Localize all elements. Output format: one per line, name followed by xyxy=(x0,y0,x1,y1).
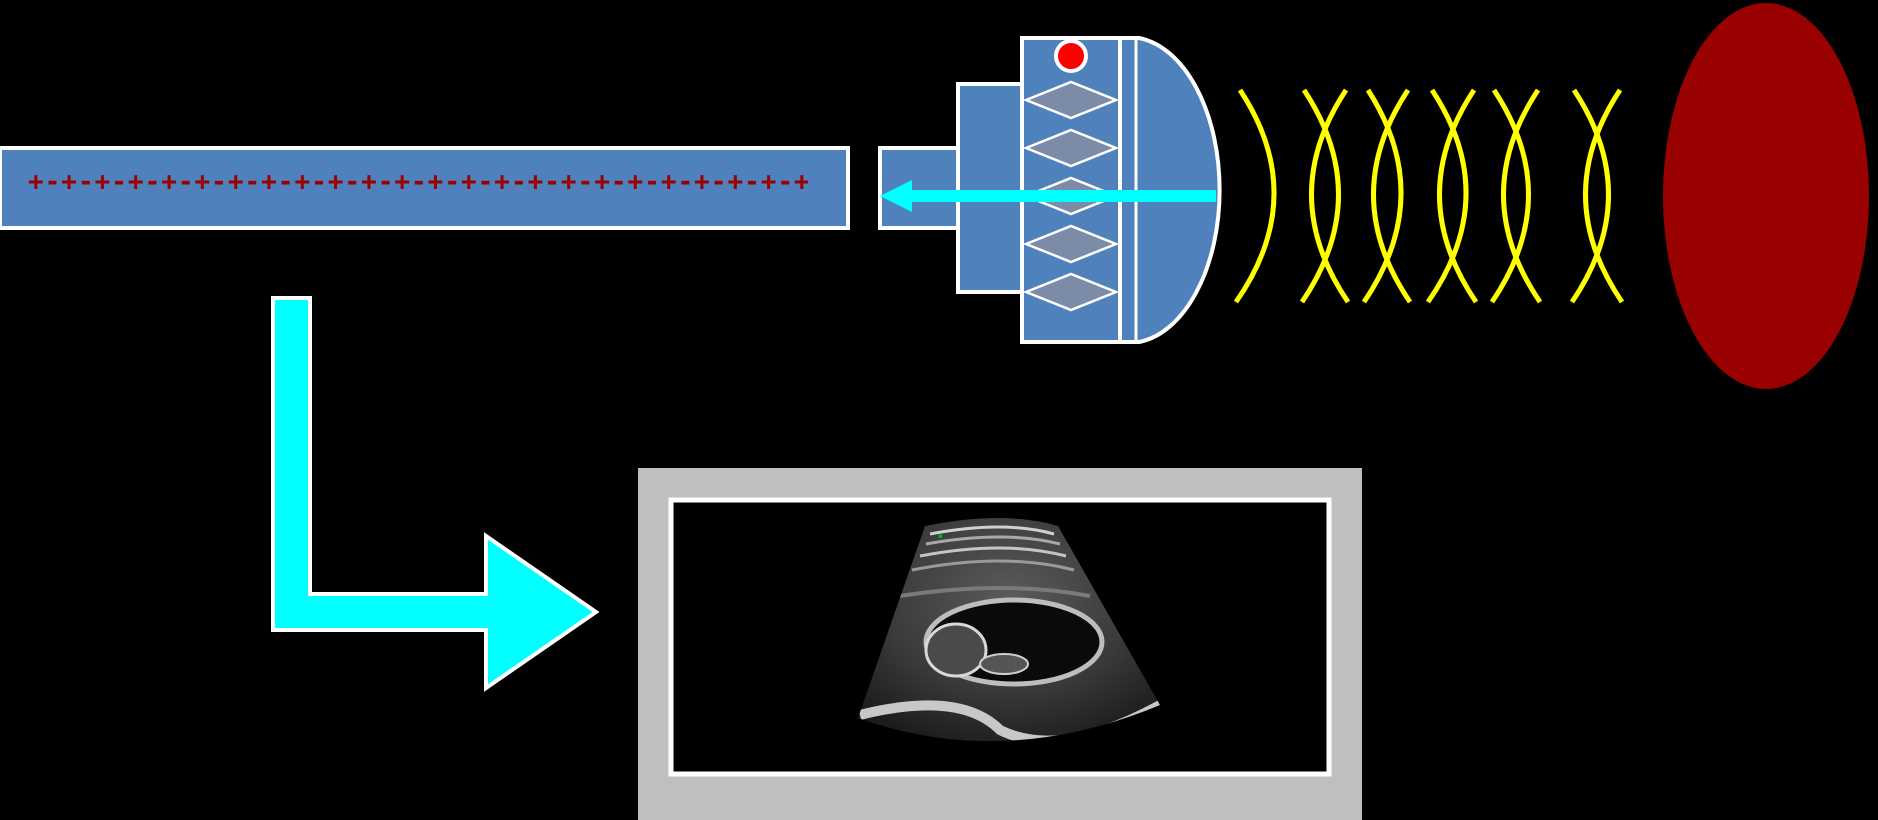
indicator-dot-icon xyxy=(1056,41,1086,71)
flow-arrow-icon xyxy=(273,298,596,688)
svg-text:▪: ▪ xyxy=(938,532,943,540)
cable-signal-signs: +-+-+-+-+-+-+-+-+-+-+-+-+-+-+-+-+-+-+-+-… xyxy=(28,160,808,204)
sound-wave-icon xyxy=(1236,90,1622,302)
target-ellipse-icon xyxy=(1663,3,1869,389)
monitor-screen-icon: ▪ xyxy=(638,468,1362,820)
probe-handle xyxy=(958,84,1024,292)
